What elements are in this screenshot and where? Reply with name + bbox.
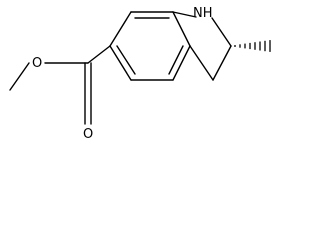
bond-c2-c3 [212,45,232,81]
ester-oxygen-label: O [32,56,42,71]
bond-c7a-n1 [172,11,197,18]
molecule-structure: NH O O [9,6,271,142]
benzene-ring [109,11,191,81]
bond-n1-c2 [211,17,232,47]
bond-ester-o-methyl [9,62,30,91]
nh-label: NH [193,6,213,21]
pyrroline-ring [172,11,232,81]
stereo-methyl-hashed-wedge [234,40,271,52]
bond-c3a-c7a [172,11,191,47]
double-bond-c6-c5 [116,45,136,75]
bond-c4-c3a [172,45,191,81]
bond-c7-c6 [109,11,132,47]
methyl-ester-group [9,45,111,125]
bond-c6-c5 [109,45,132,81]
carbonyl-oxygen-label: O [83,127,93,142]
double-bond-c4-c3a [168,45,184,75]
bond-c5-carbonyl-c [87,45,111,64]
bond-c3-c3a [189,45,214,81]
